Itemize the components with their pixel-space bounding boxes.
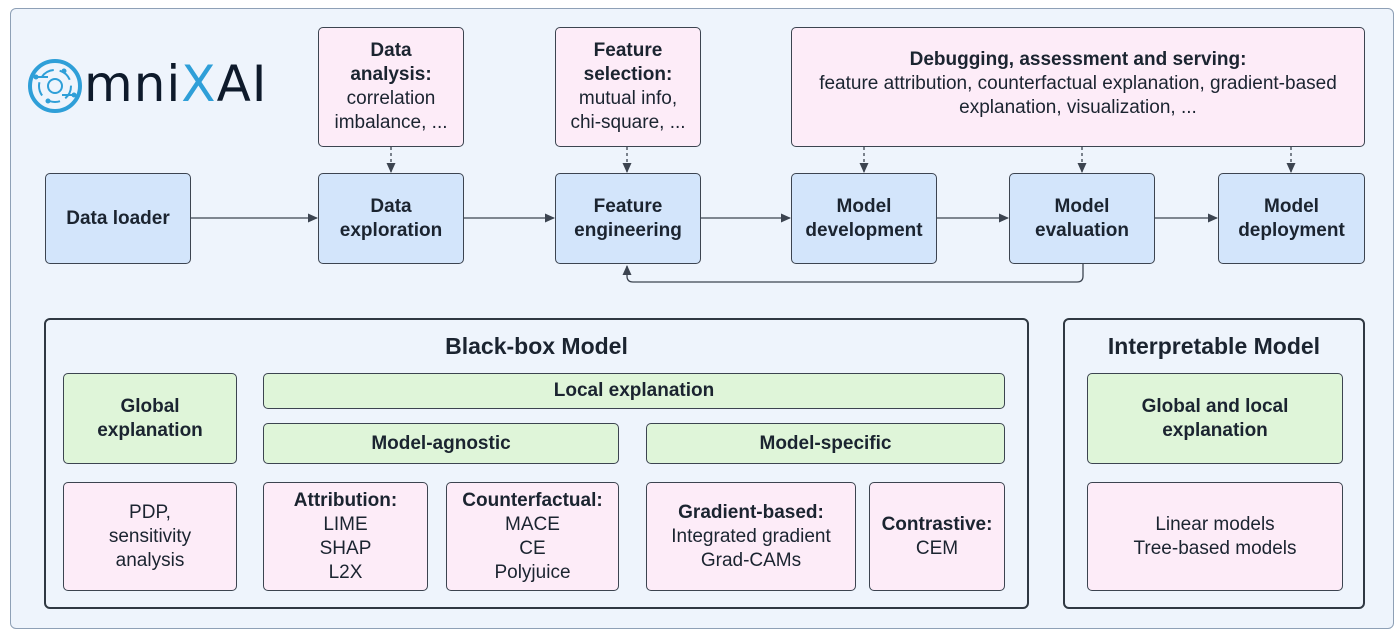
category-label: Global (120, 395, 180, 417)
stage-label: Data (370, 195, 412, 217)
category-label: explanation (97, 419, 203, 441)
stage-label: Model (1264, 195, 1319, 217)
global-local-explanation-box: Global and local explanation (1087, 373, 1343, 464)
note-text: correlation (346, 88, 436, 109)
method-title: Gradient-based: (678, 501, 824, 523)
method-title: Contrastive: (881, 513, 993, 535)
method-text: MACE (505, 513, 560, 535)
attribution-box: Attribution: LIME SHAP L2X (263, 482, 428, 591)
method-text: sensitivity (108, 525, 192, 547)
model-specific-box: Model-specific (646, 423, 1005, 464)
stage-model-evaluation: Model evaluation (1009, 173, 1155, 264)
interpretable-models-box: Linear models Tree-based models (1087, 482, 1343, 591)
stage-data-exploration: Data exploration (318, 173, 464, 264)
blackbox-title: Black-box Model (445, 333, 628, 359)
stage-label: exploration (339, 219, 443, 241)
method-text: CE (519, 537, 546, 559)
note-data-analysis: Data analysis: correlation imbalance, ..… (318, 27, 464, 147)
method-text: PDP, (129, 501, 171, 523)
category-label: Global and local (1141, 395, 1289, 417)
stage-label: engineering (574, 219, 682, 241)
method-text: Linear models (1155, 513, 1275, 535)
stage-label: Model (1054, 195, 1110, 217)
local-explanation-box: Local explanation (263, 373, 1005, 409)
stage-feature-engineering: Feature engineering (555, 173, 701, 264)
method-text: LIME (323, 513, 368, 535)
method-text: analysis (115, 549, 185, 571)
method-title: Attribution: (293, 489, 398, 511)
interpretable-title: Interpretable Model (1107, 333, 1321, 359)
stage-model-deployment: Model deployment (1218, 173, 1365, 264)
stage-label: Model (836, 195, 892, 217)
note-debugging: Debugging, assessment and serving: featu… (791, 27, 1365, 147)
global-explanation-box: Global explanation (63, 373, 237, 464)
gradient-based-box: Gradient-based: Integrated gradient Grad… (646, 482, 856, 591)
note-feature-selection: Feature selection: mutual info, chi-squa… (555, 27, 701, 147)
omnixai-logo: mniXAI (26, 54, 296, 116)
method-title: Counterfactual: (462, 489, 603, 511)
method-text: Polyjuice (494, 561, 571, 583)
category-label: Model-agnostic (371, 432, 511, 454)
note-text: chi-square, ... (570, 112, 686, 133)
contrastive-box: Contrastive: CEM (869, 482, 1005, 591)
logo-circuit-icon (28, 59, 82, 113)
stage-label: Data loader (66, 207, 170, 229)
model-agnostic-box: Model-agnostic (263, 423, 619, 464)
note-text: explanation, visualization, ... (959, 97, 1197, 118)
stage-label: deployment (1238, 219, 1345, 241)
logo-text-x: X (181, 55, 217, 113)
category-label: Local explanation (553, 380, 715, 401)
note-text: mutual info, (578, 88, 678, 109)
method-text: Integrated gradient (671, 525, 831, 547)
note-title: Data (370, 40, 412, 61)
stage-data-loader: Data loader (45, 173, 191, 264)
stage-label: evaluation (1035, 219, 1129, 241)
arrow-evaluation-feedback (622, 264, 1084, 283)
note-title: analysis: (350, 64, 432, 85)
global-methods-box: PDP, sensitivity analysis (63, 482, 237, 591)
method-text: SHAP (319, 537, 372, 559)
category-label: Model-specific (759, 432, 892, 454)
stage-model-development: Model development (791, 173, 937, 264)
logo-text-ai: AI (216, 55, 268, 113)
note-text: feature attribution, counterfactual expl… (819, 73, 1337, 94)
logo-text-mni: mni (84, 55, 182, 113)
note-title: Debugging, assessment and serving: (909, 49, 1247, 70)
category-label: explanation (1162, 419, 1268, 441)
counterfactual-box: Counterfactual: MACE CE Polyjuice (446, 482, 619, 591)
note-title: selection: (583, 64, 673, 85)
note-title: Feature (593, 40, 663, 61)
stage-label: Feature (593, 195, 663, 217)
method-text: CEM (915, 537, 959, 559)
method-text: Grad-CAMs (700, 549, 802, 571)
note-text: imbalance, ... (334, 112, 448, 133)
method-text: Tree-based models (1133, 537, 1297, 559)
logo-wordmark: mniXAI (84, 54, 268, 114)
stage-label: development (805, 219, 923, 241)
method-text: L2X (328, 561, 363, 583)
